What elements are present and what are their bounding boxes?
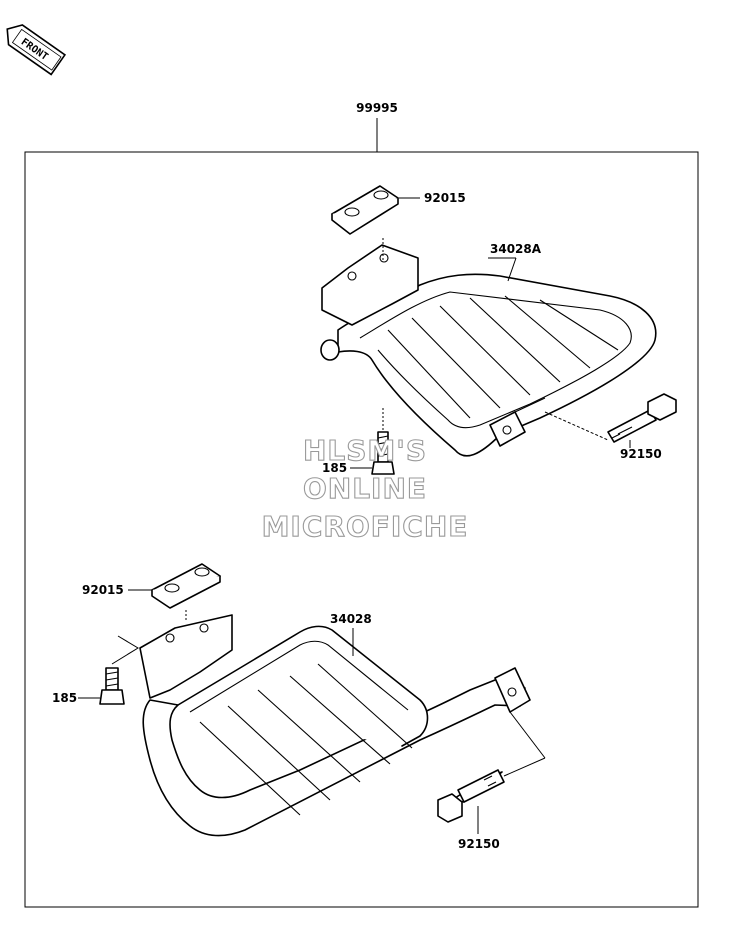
callout-step-right: 34028A <box>490 242 542 256</box>
bolt-top <box>607 393 677 443</box>
bolt-bottom <box>437 769 505 823</box>
watermark-line3: MICROFICHE <box>262 510 469 543</box>
watermark-line2: ONLINE <box>303 472 427 505</box>
cover-plate-bottom <box>151 563 221 609</box>
callout-cover-bottom: 92015 <box>82 583 124 597</box>
callout-step-left: 34028 <box>330 612 372 626</box>
footrest-left <box>139 614 531 837</box>
assembly-number-label: 99995 <box>356 101 398 115</box>
nut-top <box>371 431 395 475</box>
watermark-line1: HLSM'S <box>303 434 427 467</box>
nut-bottom <box>99 667 125 705</box>
callout-cover-top: 92015 <box>424 191 466 205</box>
footrest-right <box>320 244 657 457</box>
cover-plate-top <box>331 185 399 235</box>
callout-nut-top: 185 <box>322 461 347 475</box>
front-arrow-icon: FRONT <box>6 24 67 76</box>
callout-nut-bottom: 185 <box>52 691 77 705</box>
assembly-frame <box>24 151 699 908</box>
callout-bolt-bottom: 92150 <box>458 837 500 851</box>
callout-bolt-top: 92150 <box>620 447 662 461</box>
